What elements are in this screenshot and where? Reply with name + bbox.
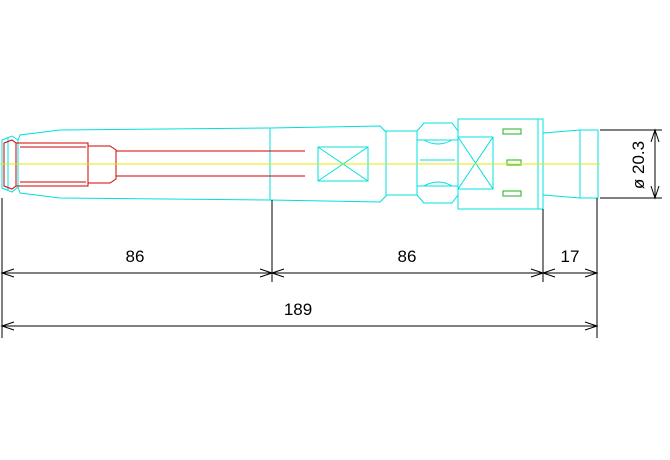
- arrowheads: [0, 128, 660, 331]
- mark-bottom: [502, 190, 522, 197]
- hex-curve-2: [423, 181, 453, 187]
- connector-inner-square: [457, 136, 494, 190]
- dim-text-seg2: 86: [398, 247, 417, 266]
- arrow-dia-bottom: [650, 185, 660, 200]
- hex-nut: [416, 122, 459, 204]
- connector-cross-2: [457, 136, 494, 190]
- arrow-seg2-left: [270, 268, 285, 278]
- arrow-dia-top: [650, 128, 660, 143]
- dim-text-diameter: ø 20.3: [629, 141, 648, 189]
- mark-top: [502, 128, 522, 135]
- mark-mid: [506, 159, 522, 166]
- arrow-seg3-right: [584, 268, 599, 278]
- arrow-seg3-left: [541, 268, 556, 278]
- dim-text-seg3: 17: [561, 247, 580, 266]
- dim-text-seg1: 86: [126, 247, 145, 266]
- arrow-total-left: [0, 321, 15, 331]
- dimensions: [1, 129, 662, 338]
- connector-marks: [502, 128, 522, 197]
- neck: [385, 130, 418, 196]
- dim-text-total: 189: [284, 300, 312, 319]
- hex-curve-1: [423, 139, 453, 145]
- arrow-total-right: [584, 321, 599, 331]
- arrow-seg1-left: [0, 268, 15, 278]
